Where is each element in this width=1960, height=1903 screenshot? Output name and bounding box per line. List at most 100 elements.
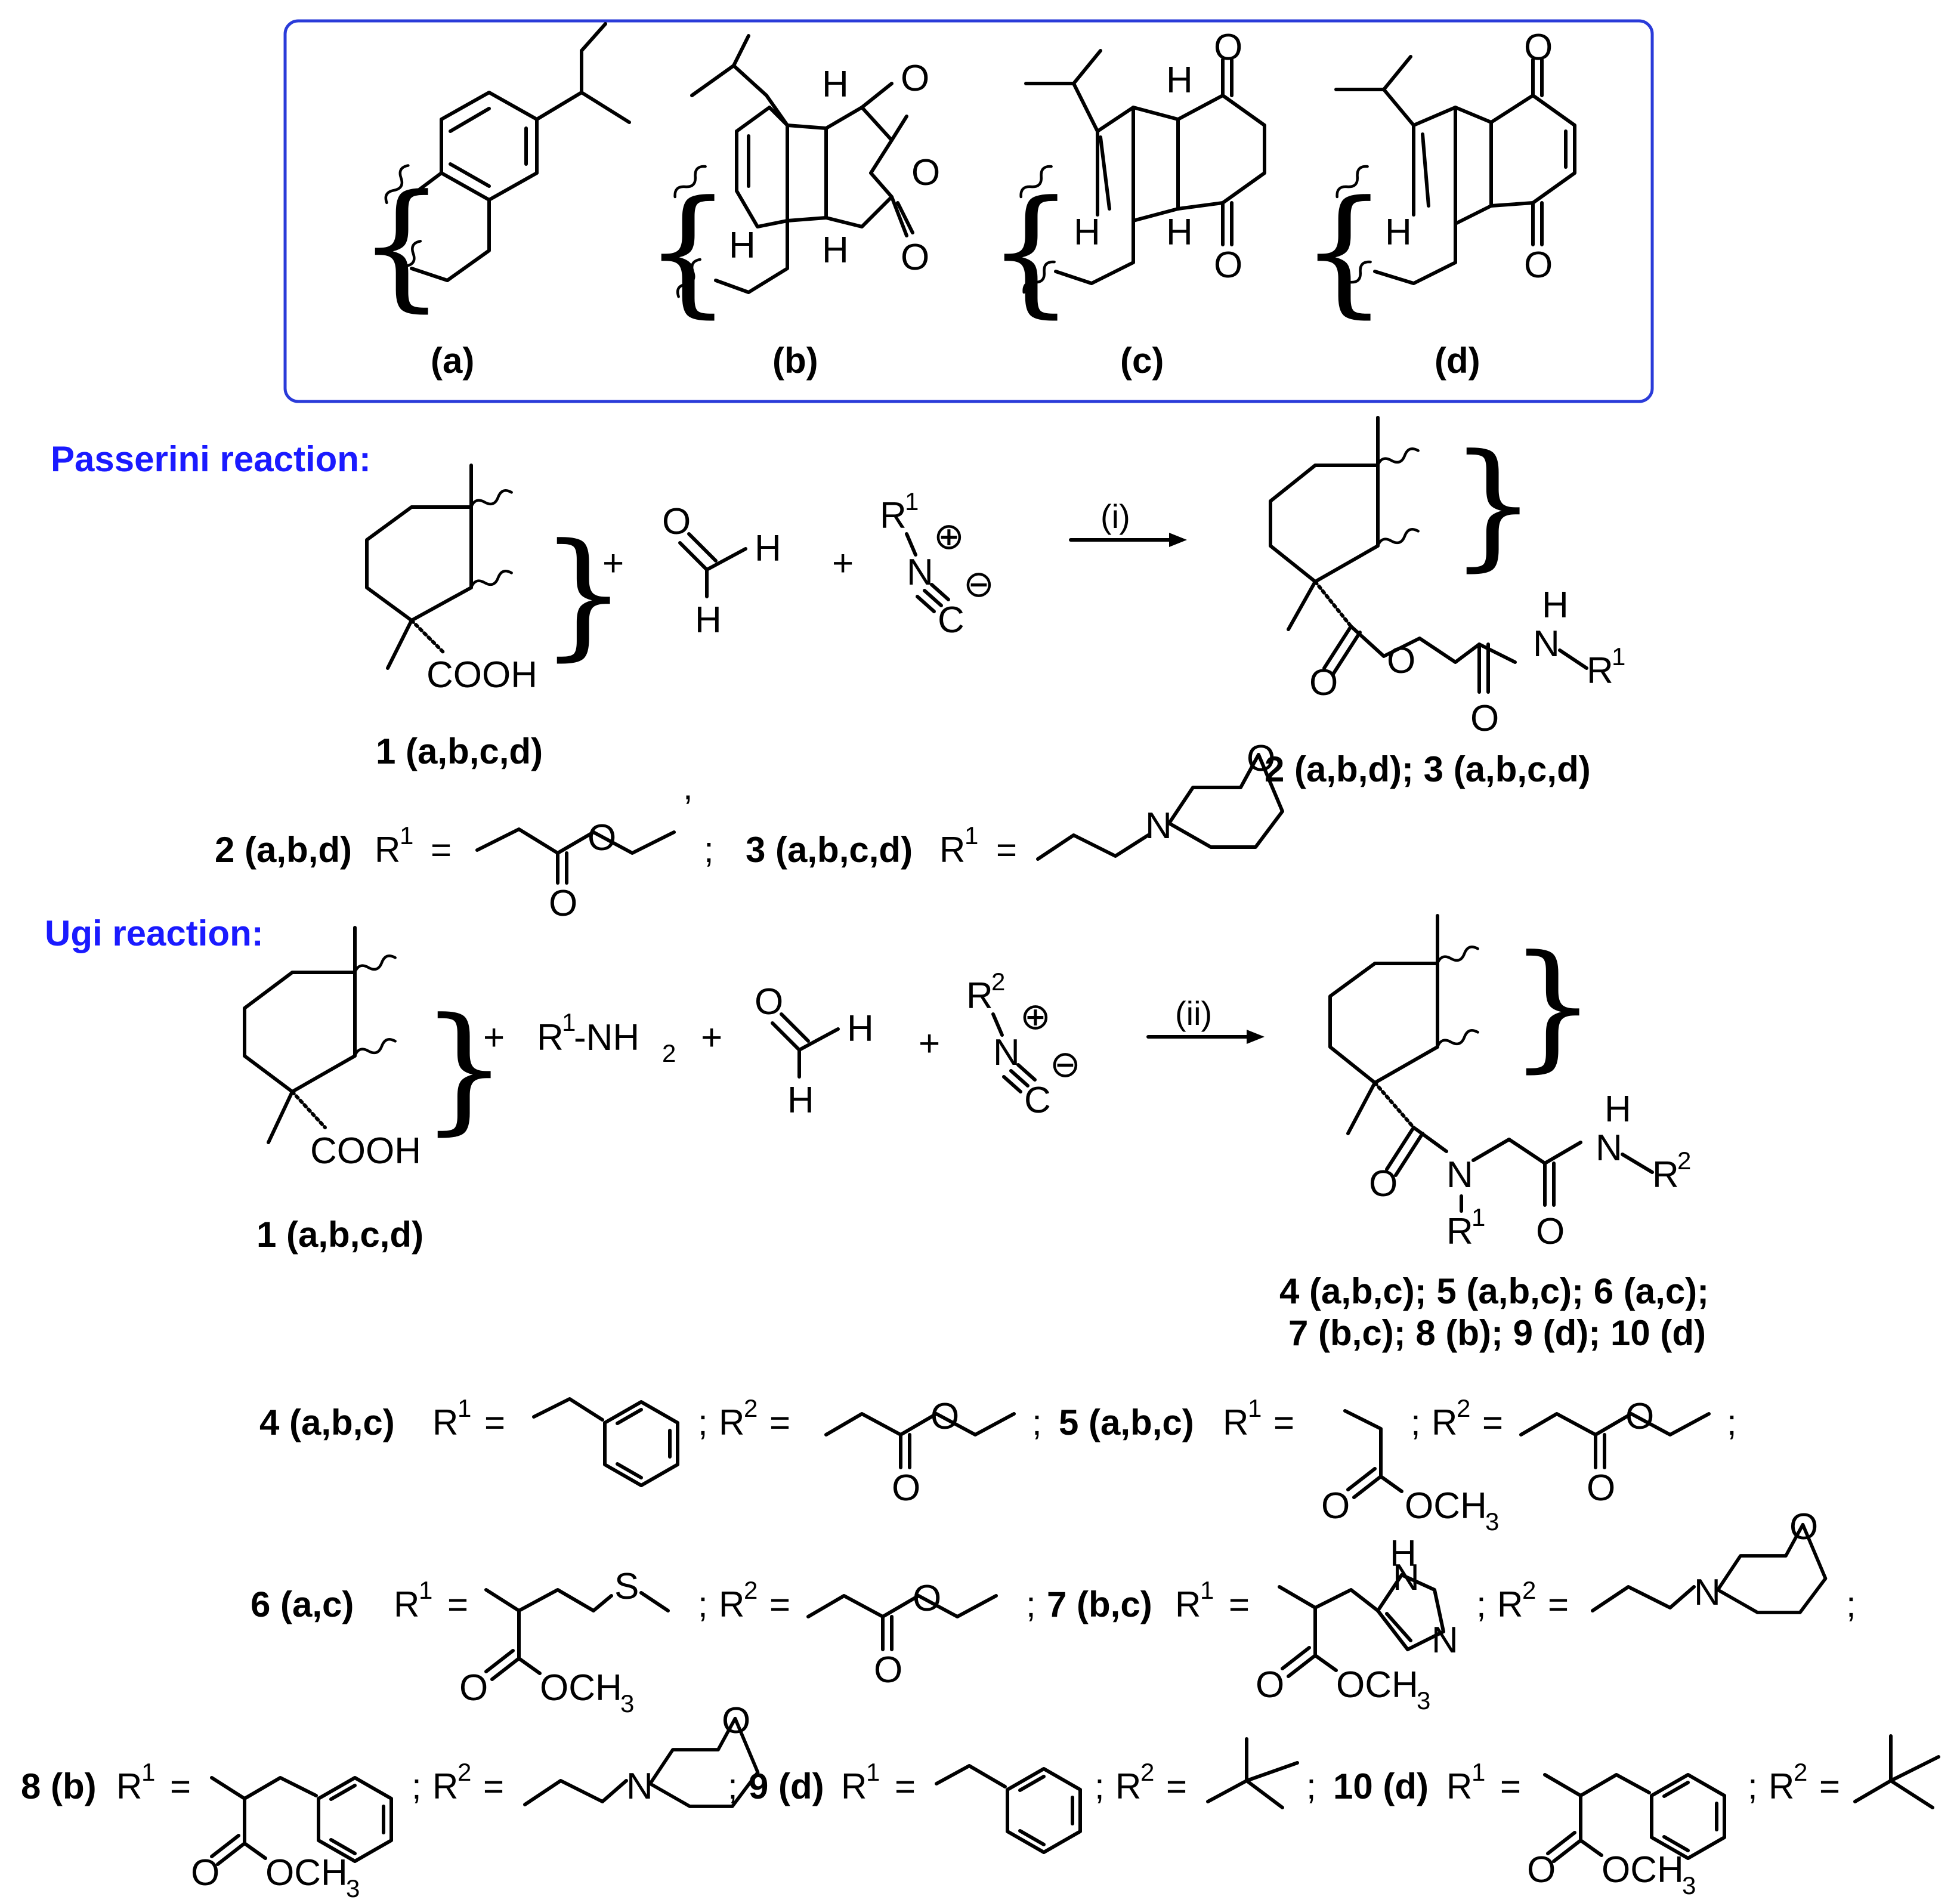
- equals-sign: =: [1819, 1766, 1840, 1806]
- ugi-acid: COOH }: [243, 926, 508, 1172]
- semicolon: ;: [1727, 1402, 1737, 1442]
- r-symbol: R: [1115, 1766, 1141, 1806]
- atom-o: O: [191, 1852, 220, 1893]
- subscript: 3: [346, 1874, 360, 1902]
- brace-left-d: {: [1300, 172, 1387, 331]
- plus-sign: +: [832, 543, 854, 584]
- atom-o: O: [901, 237, 929, 278]
- box-frame: [283, 19, 1654, 403]
- subscript: 3: [620, 1689, 634, 1717]
- semicolon: ;: [1306, 1766, 1316, 1806]
- structure-b: H H H O O O {: [644, 34, 940, 331]
- structure-c: H H H O O {: [987, 27, 1266, 331]
- positive-charge: ⊕: [1020, 996, 1051, 1037]
- equals-sign: =: [431, 830, 452, 870]
- r-symbol: R: [939, 830, 965, 870]
- atom-o: O: [913, 1578, 941, 1619]
- superscript: 1: [964, 821, 978, 849]
- atom-o: O: [1214, 27, 1242, 68]
- compound-3-ref: 3 (a,b,c,d): [746, 830, 913, 870]
- atom-o: O: [930, 1396, 959, 1437]
- superscript: 1: [400, 821, 413, 849]
- label-a: (a): [431, 341, 474, 381]
- atom-h: H: [1385, 212, 1412, 253]
- atom-o: O: [1321, 1485, 1350, 1527]
- amine-group: -NH: [574, 1017, 639, 1058]
- negative-charge: ⊖: [1050, 1044, 1081, 1085]
- superscript: 1: [1471, 1203, 1485, 1231]
- compound-2-3-label: 2 (a,b,d); 3 (a,b,c,d): [1265, 749, 1591, 789]
- atom-o: O: [1247, 738, 1275, 779]
- atom-o: O: [1256, 1664, 1284, 1706]
- superscript: 1: [1612, 642, 1625, 671]
- r-definitions-4-5: 4 (a,b,c) R 1 = ; R 2 = O O ; 5 (a,b,c) …: [259, 1394, 1737, 1536]
- atom-n: N: [1446, 1154, 1473, 1195]
- brace-right: }: [421, 989, 508, 1148]
- equals-sign: =: [769, 1402, 790, 1442]
- r-symbol: R: [719, 1402, 744, 1442]
- equals-sign: =: [996, 830, 1017, 870]
- compound-2-ref: 2 (a,b,d): [215, 830, 352, 870]
- semicolon: ;: [1026, 1584, 1036, 1624]
- semicolon: ;: [1095, 1766, 1105, 1806]
- r-symbol: R: [1175, 1584, 1201, 1624]
- semicolon: ;: [698, 1402, 708, 1442]
- semicolon: ;: [1032, 1402, 1042, 1442]
- equals-sign: =: [484, 1402, 505, 1442]
- compound-5-ref: 5 (a,b,c): [1059, 1402, 1194, 1442]
- compound-6-ref: 6 (a,c): [251, 1584, 354, 1624]
- atom-h: H: [695, 600, 722, 641]
- atom-r: R: [966, 975, 993, 1017]
- r-symbol: R: [1223, 1402, 1248, 1442]
- semicolon: ;: [1748, 1766, 1758, 1806]
- atom-c: C: [1024, 1080, 1051, 1121]
- subscript: 3: [1682, 1871, 1696, 1899]
- superscript: 2: [744, 1394, 758, 1422]
- r-symbol: R: [719, 1584, 744, 1624]
- atom-r: R: [1587, 650, 1613, 691]
- brace-right: }: [1509, 926, 1596, 1086]
- atom-n: N: [1145, 805, 1172, 847]
- brace-left-a: {: [358, 166, 445, 325]
- atom-n: N: [907, 552, 933, 593]
- atom-h: H: [1166, 60, 1193, 101]
- superscript: 1: [419, 1576, 432, 1604]
- superscript: 1: [1200, 1576, 1214, 1604]
- atom-o: O: [1527, 1849, 1556, 1890]
- atom-n: N: [1694, 1572, 1721, 1613]
- structure-a: {: [358, 22, 631, 325]
- r-symbol: R: [432, 1766, 458, 1806]
- r-symbol: R: [1446, 1766, 1472, 1806]
- label-c: (c): [1120, 341, 1164, 381]
- superscript: 2: [1794, 1758, 1807, 1786]
- equals-sign: =: [447, 1584, 468, 1624]
- atom-h: H: [847, 1008, 874, 1049]
- atom-o: O: [1309, 662, 1338, 703]
- equals-sign: =: [170, 1766, 191, 1806]
- atom-o: O: [1524, 245, 1553, 286]
- superscript: 1: [457, 1394, 471, 1422]
- passerini-product: O O O H N R 1 }: [1269, 416, 1625, 739]
- positive-charge: ⊕: [933, 516, 964, 557]
- atom-r: R: [1652, 1154, 1679, 1195]
- semicolon: ;: [704, 830, 714, 870]
- r-symbol: R: [1432, 1402, 1457, 1442]
- atom-h: H: [822, 230, 849, 271]
- ugi-product: O N O R 1 H N R 2 }: [1328, 914, 1691, 1252]
- isocyanide-r2: R 2 N ⊕ C ⊖: [966, 968, 1081, 1121]
- methoxy-group: OCH: [1602, 1849, 1684, 1890]
- subscript: 3: [1485, 1507, 1499, 1536]
- r-symbol: R: [841, 1766, 867, 1806]
- atom-o: O: [911, 152, 940, 193]
- label-d: (d): [1435, 341, 1480, 381]
- comma: ,: [683, 767, 693, 807]
- isocyanide-r1: R 1 N ⊕ C ⊖: [880, 487, 994, 641]
- atom-n: N: [1533, 623, 1560, 665]
- condition-i: (i): [1100, 498, 1130, 535]
- r1-definitions-2-3: 2 (a,b,d) R 1 = O O , ; 3 (a,b,c,d) R 1 …: [215, 738, 1282, 924]
- atom-o: O: [1387, 640, 1415, 681]
- passerini-heading: Passerini reaction:: [51, 439, 371, 479]
- atom-n: N: [1393, 1557, 1420, 1598]
- atom-o: O: [892, 1468, 920, 1509]
